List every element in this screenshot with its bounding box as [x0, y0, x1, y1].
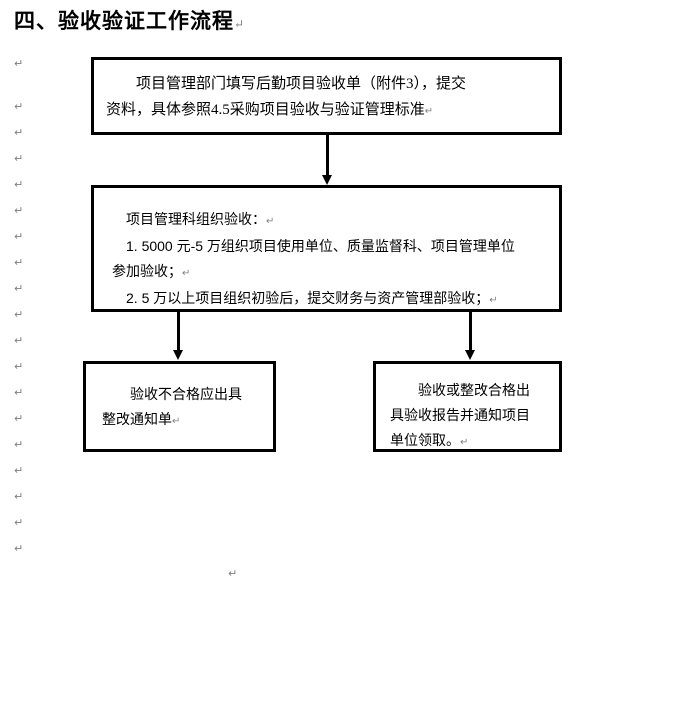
flow-node-organize-line-1: 项目管理科组织验收：↵ — [112, 207, 545, 234]
arrow-head-down-icon — [465, 350, 475, 360]
flow-node-organize-line-3: 参加验收；↵ — [112, 259, 545, 286]
flow-node-reject-line-2: 整改通知单↵ — [102, 407, 259, 434]
paragraph-mark-icon: ↵ — [14, 230, 24, 243]
flow-node-accept-line-1: 验收或整改合格出 — [418, 382, 530, 398]
paragraph-mark-icon: ↵ — [228, 567, 238, 580]
paragraph-mark-icon: ↵ — [182, 268, 191, 279]
paragraph-mark-icon: ↵ — [460, 437, 469, 448]
flow-node-organize-line-3-text: 参加验收； — [112, 263, 182, 279]
flow-node-reject-line-2-text: 整改通知单 — [102, 411, 172, 427]
arrow-stem — [469, 312, 472, 352]
paragraph-mark-icon: ↵ — [14, 57, 24, 70]
flow-node-intake-line-2-text: 资料，具体参照4.5采购项目验收与验证管理标准 — [106, 102, 425, 118]
flow-node-accept-line-3-text: 单位领取。 — [390, 432, 460, 448]
paragraph-mark-icon: ↵ — [14, 178, 24, 191]
page-title: 四、验收验证工作流程↵ — [14, 7, 244, 38]
paragraph-mark-icon: ↵ — [14, 360, 24, 373]
paragraph-mark-icon: ↵ — [14, 334, 24, 347]
flow-node-reject-line-1: 验收不合格应出具 — [130, 386, 242, 402]
paragraph-mark-icon: ↵ — [14, 438, 24, 451]
paragraph-mark-icon: ↵ — [14, 126, 24, 139]
flow-node-intake-line-1: 项目管理部门填写后勤项目验收单（附件3），提交 — [136, 76, 467, 92]
arrow-stem — [326, 135, 329, 177]
paragraph-mark-icon: ↵ — [14, 308, 24, 321]
flow-node-organize-line-4-text: 2. 5 万以上项目组织初验后，提交财务与资产管理部验收； — [126, 290, 490, 306]
flow-node-accept-line-3: 单位领取。↵ — [390, 428, 547, 455]
paragraph-mark-icon: ↵ — [14, 282, 24, 295]
paragraph-mark-icon: ↵ — [234, 17, 245, 31]
paragraph-mark-icon: ↵ — [172, 416, 181, 427]
paragraph-mark-icon: ↵ — [14, 100, 24, 113]
paragraph-mark-icon: ↵ — [14, 256, 24, 269]
paragraph-mark-icon: ↵ — [14, 490, 24, 503]
arrow-head-down-icon — [173, 350, 183, 360]
flow-node-intake-line-2: 资料，具体参照4.5采购项目验收与验证管理标准↵ — [106, 97, 547, 125]
paragraph-mark-icon: ↵ — [14, 152, 24, 165]
flow-node-reject[interactable]: 验收不合格应出具 整改通知单↵ — [83, 361, 276, 452]
paragraph-mark-icon: ↵ — [14, 204, 24, 217]
flow-node-intake[interactable]: 项目管理部门填写后勤项目验收单（附件3），提交 资料，具体参照4.5采购项目验收… — [91, 57, 562, 135]
flow-node-organize-line-1-text: 项目管理科组织验收： — [126, 211, 266, 227]
paragraph-mark-icon: ↵ — [14, 412, 24, 425]
paragraph-mark-icon: ↵ — [266, 216, 275, 227]
flow-node-organize[interactable]: 项目管理科组织验收：↵ 1. 5000 元-5 万组织项目使用单位、质量监督科、… — [91, 185, 562, 312]
arrow-stem — [177, 312, 180, 352]
paragraph-mark-icon: ↵ — [14, 516, 24, 529]
paragraph-mark-icon: ↵ — [14, 542, 24, 555]
paragraph-mark-icon: ↵ — [489, 295, 498, 306]
flow-node-accept-line-2: 具验收报告并通知项目 — [390, 407, 530, 423]
flow-node-organize-line-4: 2. 5 万以上项目组织初验后，提交财务与资产管理部验收；↵ — [112, 286, 545, 313]
arrow-head-down-icon — [322, 175, 332, 185]
paragraph-mark-icon: ↵ — [14, 386, 24, 399]
paragraph-mark-icon: ↵ — [14, 464, 24, 477]
flow-node-organize-line-2: 1. 5000 元-5 万组织项目使用单位、质量监督科、项目管理单位 — [126, 238, 515, 254]
page-title-text: 四、验收验证工作流程 — [14, 9, 234, 33]
flow-node-accept[interactable]: 验收或整改合格出 具验收报告并通知项目 单位领取。↵ — [373, 361, 562, 452]
paragraph-mark-icon: ↵ — [424, 106, 434, 117]
